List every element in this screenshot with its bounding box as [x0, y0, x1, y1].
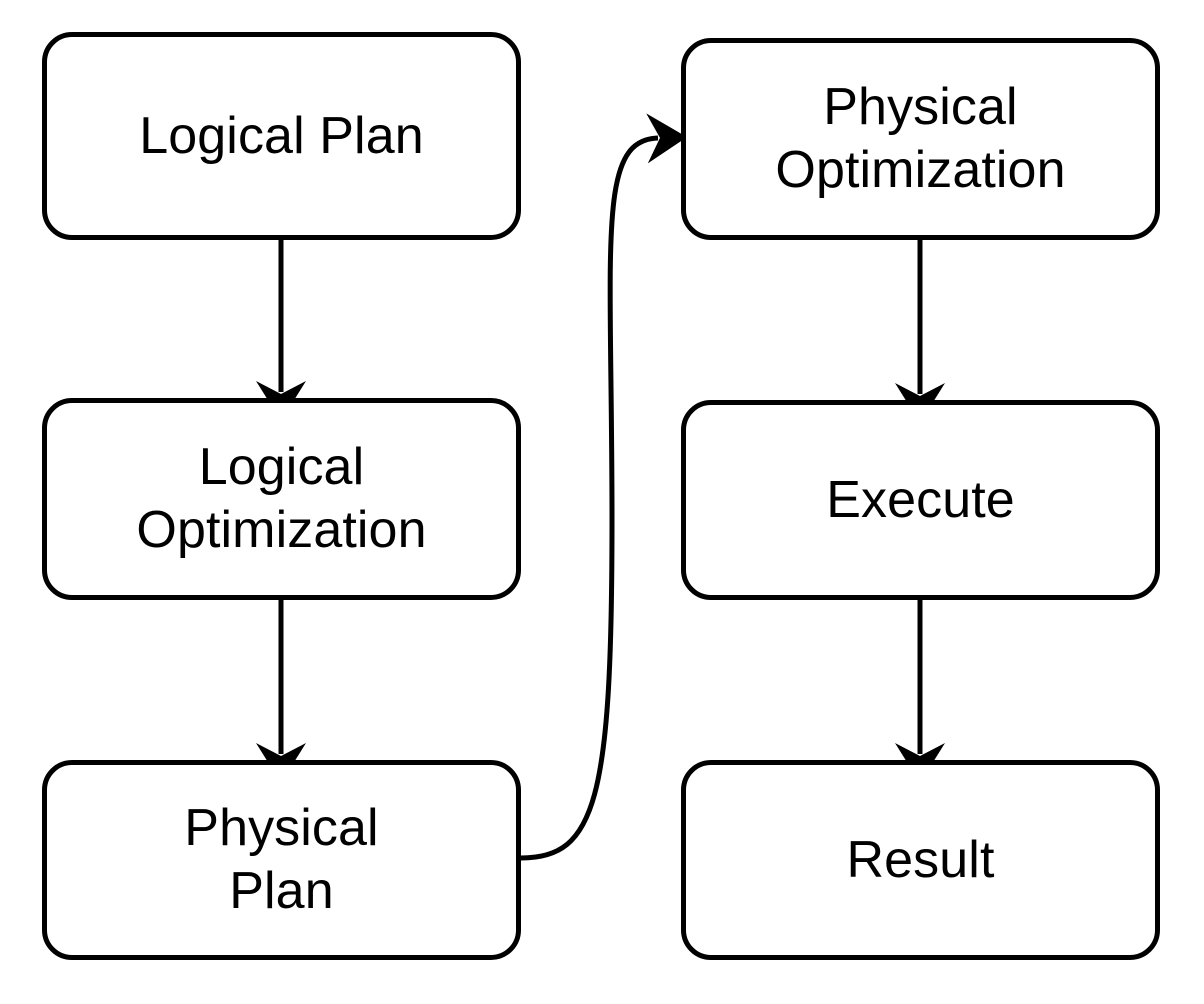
node-physical-plan[interactable]: Physical Plan [42, 760, 521, 960]
node-execute-label: Execute [826, 470, 1015, 529]
node-logical-plan-label: Logical Plan [139, 106, 424, 165]
node-execute[interactable]: Execute [681, 400, 1160, 600]
edge-physical-plan-to-physical-optimization [520, 113, 687, 861]
node-physical-plan-label: Physical Plan [184, 799, 379, 920]
node-logical-optimization-label: Logical Optimization [136, 438, 427, 559]
node-physical-optimization-label: Physical Optimization [775, 78, 1066, 199]
node-physical-optimization[interactable]: Physical Optimization [681, 38, 1160, 240]
node-logical-optimization[interactable]: Logical Optimization [42, 398, 521, 600]
node-result-label: Result [846, 830, 995, 889]
node-logical-plan[interactable]: Logical Plan [42, 32, 521, 240]
node-result[interactable]: Result [681, 760, 1160, 960]
